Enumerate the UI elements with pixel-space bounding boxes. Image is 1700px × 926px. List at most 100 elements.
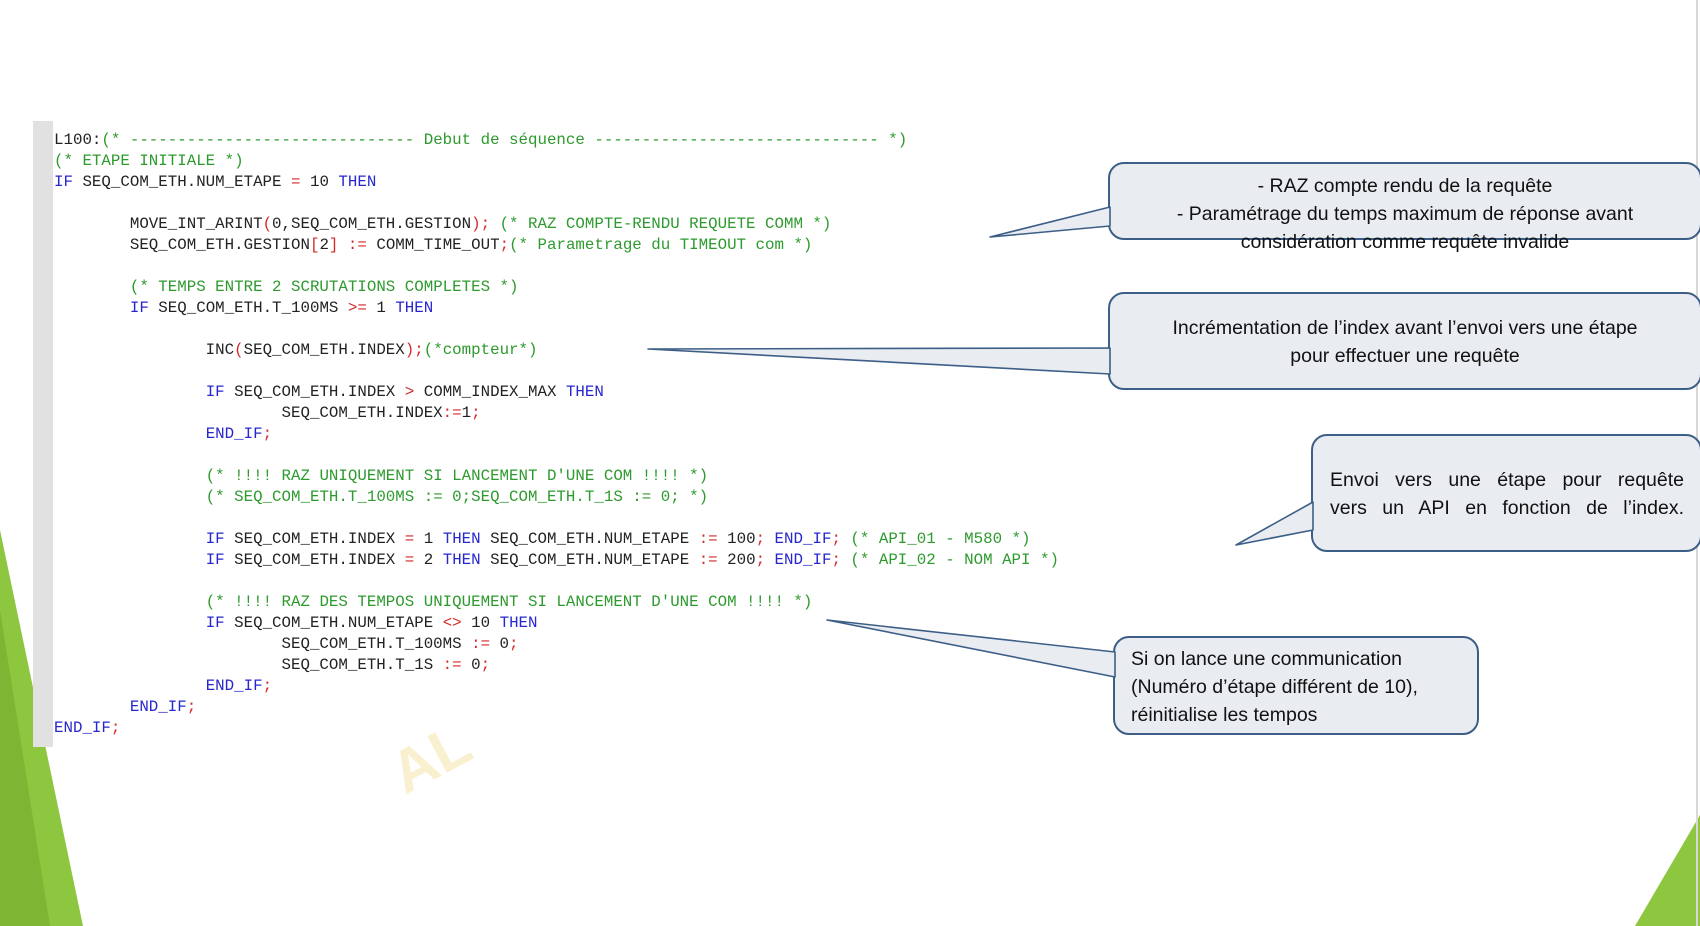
code-token — [765, 530, 774, 548]
callout-line: Incrémentation de l’index avant l’envoi … — [1172, 317, 1638, 339]
code-token: ; — [499, 236, 510, 254]
code-line: END_IF; — [54, 697, 1059, 718]
code-token: 10 — [461, 614, 500, 632]
code-token: 10 — [300, 173, 339, 191]
code-token: SEQ_COM_ETH.NUM_ETAPE — [480, 551, 699, 569]
code-line: IF SEQ_COM_ETH.NUM_ETAPE = 10 THEN — [54, 172, 1059, 193]
code-token: (* ETAPE INITIALE *) — [54, 152, 244, 170]
code-token: THEN — [442, 551, 481, 569]
code-token: SEQ_COM_ETH.NUM_ETAPE — [480, 530, 699, 548]
code-line: SEQ_COM_ETH.T_1S := 0; — [54, 655, 1059, 676]
code-token — [841, 530, 850, 548]
code-token: (*compteur*) — [423, 341, 538, 359]
code-line: L100:(* ------------------------------ D… — [54, 130, 1059, 151]
code-token: SEQ_COM_ETH.INDEX — [224, 530, 405, 548]
code-token: 1 — [366, 299, 396, 317]
code-token: [ — [309, 236, 320, 254]
code-token: = — [404, 530, 415, 548]
code-token: ; — [186, 698, 197, 716]
code-token: (* RAZ COMPTE-RENDU REQUETE COMM *) — [499, 215, 832, 233]
code-line: (* !!!! RAZ UNIQUEMENT SI LANCEMENT D'UN… — [54, 466, 1059, 487]
code-line: MOVE_INT_ARINT(0,SEQ_COM_ETH.GESTION); (… — [54, 214, 1059, 235]
code-token: ; — [755, 530, 766, 548]
code-token: := — [442, 404, 462, 422]
code-token — [54, 614, 206, 632]
code-token: := — [442, 656, 462, 674]
code-token — [54, 488, 206, 506]
code-token: ); — [404, 341, 424, 359]
code-token: IF — [205, 551, 225, 569]
callout-line: Envoi vers une étape pour requête — [1330, 469, 1684, 491]
code-line: (* SEQ_COM_ETH.T_100MS := 0;SEQ_COM_ETH.… — [54, 487, 1059, 508]
code-line: END_IF; — [54, 676, 1059, 697]
code-token: (* TEMPS ENTRE 2 SCRUTATIONS COMPLETES *… — [129, 278, 519, 296]
code-token: > — [404, 383, 415, 401]
code-token: SEQ_COM_ETH.T_100MS — [54, 635, 472, 653]
code-token: ; — [509, 635, 519, 653]
code-token: IF — [205, 614, 225, 632]
code-token: SEQ_COM_ETH.T_1S — [54, 656, 443, 674]
code-line: END_IF; — [54, 424, 1059, 445]
code-line — [54, 508, 1059, 529]
code-line: SEQ_COM_ETH.GESTION[2] := COMM_TIME_OUT;… — [54, 235, 1059, 256]
code-token: ; — [471, 404, 481, 422]
code-token: END_IF — [54, 719, 111, 737]
code-token: SEQ_COM_ETH.NUM_ETAPE — [72, 173, 292, 191]
code-token: SEQ_COM_ETH.INDEX — [224, 551, 405, 569]
callout-line: considération comme requête invalide — [1240, 231, 1570, 253]
code-token: ( — [234, 341, 244, 359]
code-token: ; — [480, 656, 491, 674]
code-line — [54, 361, 1059, 382]
code-token: THEN — [565, 383, 604, 401]
code-token: SEQ_COM_ETH.T_100MS — [148, 299, 348, 317]
callout-envoi-etape: Envoi vers une étape pour requête vers u… — [1311, 434, 1700, 552]
code-line: SEQ_COM_ETH.T_100MS := 0; — [54, 634, 1059, 655]
code-token: (* !!!! RAZ UNIQUEMENT SI LANCEMENT D'UN… — [205, 467, 709, 485]
callout-line: pour effectuer une requête — [1290, 345, 1520, 367]
callout-raz-compte-rendu: - RAZ compte rendu de la requête - Param… — [1108, 162, 1700, 253]
code-token: 200 — [717, 551, 756, 569]
code-token: (* Parametrage du TIMEOUT com *) — [509, 236, 813, 254]
code-token — [54, 677, 206, 695]
code-token: ; — [262, 677, 273, 695]
code-line: IF SEQ_COM_ETH.INDEX > COMM_INDEX_MAX TH… — [54, 382, 1059, 403]
code-token: (* API_01 - M580 *) — [850, 530, 1031, 548]
callout-line: Si on lance une communication — [1131, 648, 1402, 670]
callout-line: réinitialise les tempos — [1131, 704, 1318, 726]
code-line: INC(SEQ_COM_ETH.INDEX);(*compteur*) — [54, 340, 1059, 361]
code-token: 2 — [319, 236, 329, 254]
code-listing: L100:(* ------------------------------ D… — [54, 130, 1059, 739]
code-token: ; — [831, 551, 841, 569]
code-token: COMM_TIME_OUT — [366, 236, 500, 254]
code-token — [54, 593, 206, 611]
code-token: SEQ_COM_ETH.INDEX — [243, 341, 405, 359]
code-token — [54, 551, 206, 569]
code-token: END_IF — [774, 551, 832, 569]
code-token: INC — [54, 341, 235, 359]
code-line — [54, 571, 1059, 592]
code-token: ; — [755, 551, 766, 569]
callout-line: vers un API en fonction de l’index. — [1330, 497, 1684, 519]
code-line — [54, 319, 1059, 340]
code-token: (* SEQ_COM_ETH.T_100MS := 0;SEQ_COM_ETH.… — [205, 488, 709, 506]
code-token: IF — [54, 173, 73, 191]
code-token: THEN — [338, 173, 377, 191]
code-token: ; — [262, 425, 273, 443]
code-token — [54, 530, 206, 548]
code-line — [54, 256, 1059, 277]
code-token: = — [404, 551, 415, 569]
code-token — [54, 278, 130, 296]
code-token: (* ------------------------------ Debut … — [101, 131, 908, 149]
code-line: IF SEQ_COM_ETH.NUM_ETAPE <> 10 THEN — [54, 613, 1059, 634]
code-token: IF — [129, 299, 149, 317]
code-token: THEN — [395, 299, 434, 317]
code-token: 1 — [414, 530, 443, 548]
code-line: (* TEMPS ENTRE 2 SCRUTATIONS COMPLETES *… — [54, 277, 1059, 298]
code-token — [54, 383, 206, 401]
code-token — [54, 467, 206, 485]
code-token: 0 — [490, 635, 510, 653]
code-token: END_IF — [129, 698, 187, 716]
code-token: SEQ_COM_ETH.NUM_ETAPE — [224, 614, 443, 632]
code-token — [765, 551, 774, 569]
code-token: ] — [328, 236, 339, 254]
